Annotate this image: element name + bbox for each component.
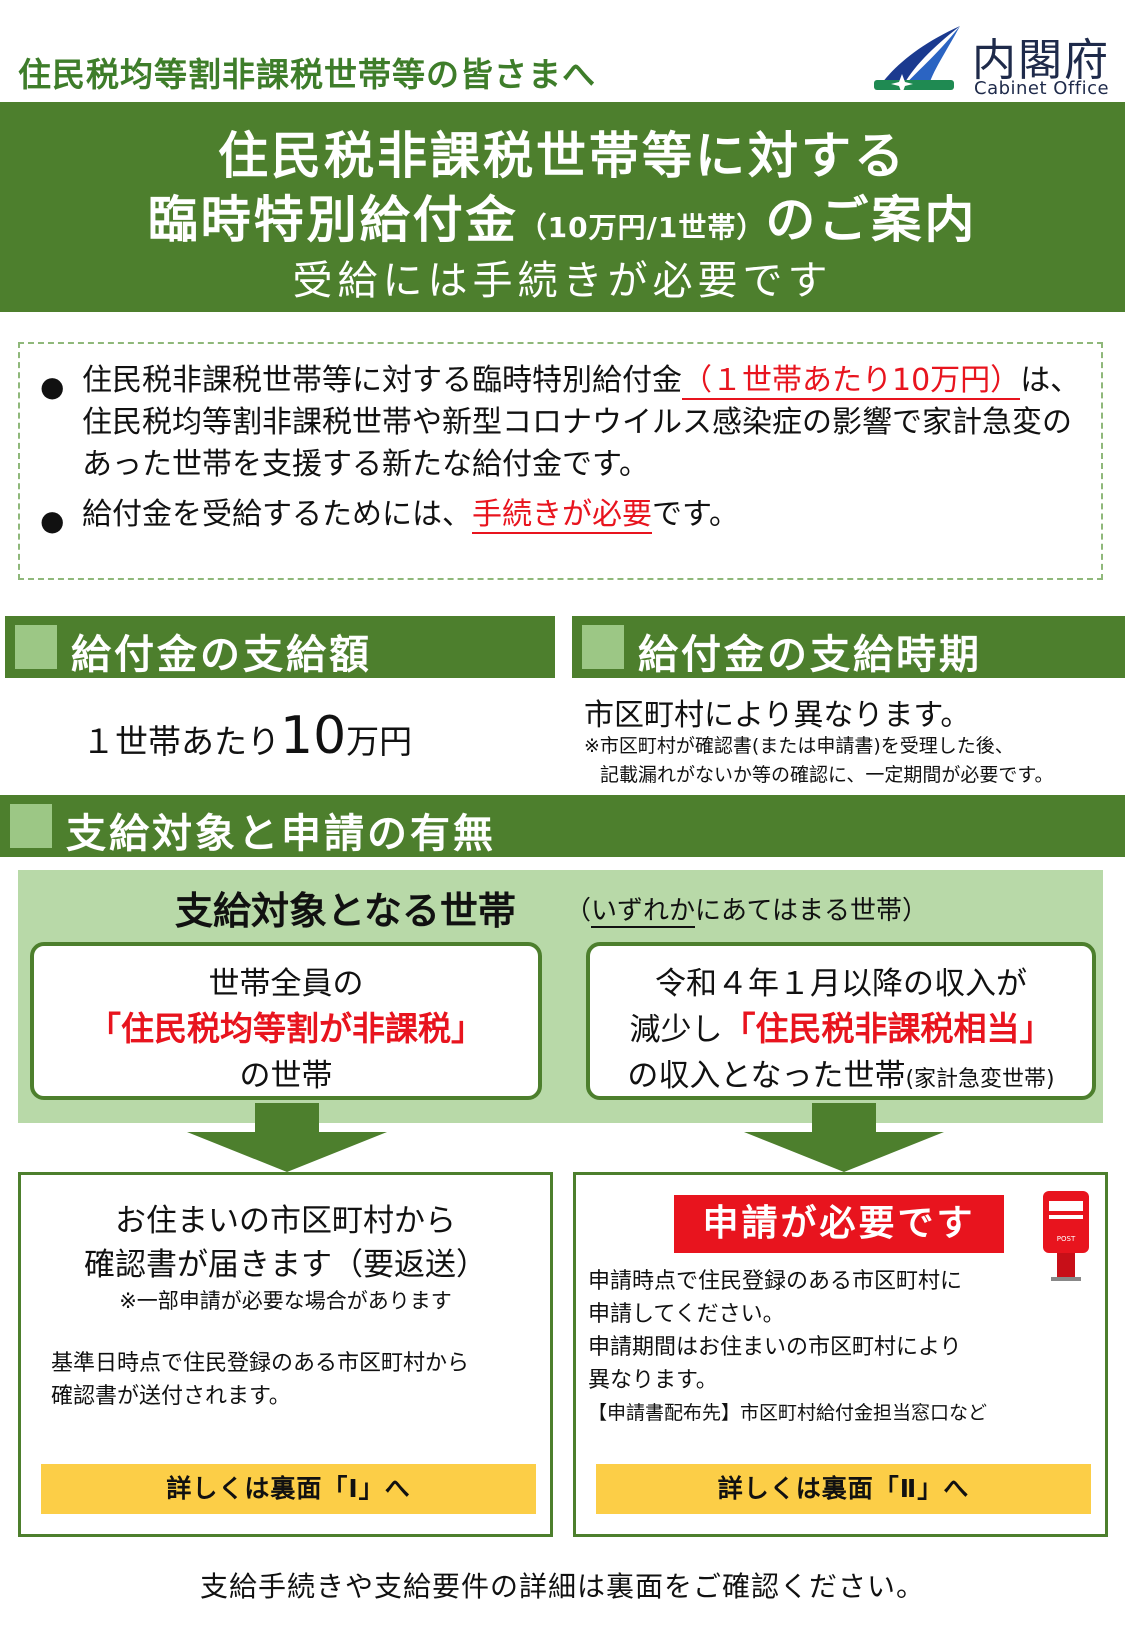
bullet-icon: ●	[40, 370, 65, 403]
section-title: 給付金の支給時期	[638, 632, 982, 678]
mailbox-icon: POST	[1043, 1191, 1089, 1281]
section-title: 支給対象と申請の有無	[66, 811, 496, 857]
result-text: 申請時点で住民登録のある市区町村に	[588, 1269, 963, 1294]
title-line-2: 臨時特別給付金（10万円/1世帯）のご案内	[0, 180, 1125, 252]
down-arrow-icon	[744, 1132, 944, 1172]
card-line: の収入となった世帯(家計急変世帯)	[590, 1050, 1092, 1095]
eligibility-subtitle: （いずれかにあてはまる世帯）	[565, 890, 928, 928]
title-banner: 住民税非課税世帯等に対する 臨時特別給付金（10万円/1世帯）のご案内 受給には…	[0, 102, 1125, 312]
result-paragraph: 基準日時点で住民登録のある市区町村から 確認書が送付されます。	[51, 1347, 531, 1413]
timing-main: 市区町村により異なります。	[584, 698, 971, 733]
title-tail: のご案内	[765, 191, 978, 249]
result-text: 申請してください。	[588, 1302, 785, 1327]
timing-note-line: ※市区町村が確認書(または申請書)を受理した後、	[584, 735, 1014, 757]
result-box-application: 申請が必要です POST 申請時点で住民登録のある市区町村に 申請してください。…	[573, 1172, 1108, 1537]
eligibility-rest: にあてはまる世帯）	[695, 896, 928, 926]
section-header-amount: 給付金の支給額	[5, 616, 555, 678]
section-title: 給付金の支給額	[71, 632, 372, 678]
timing-note-line: 記載漏れがないか等の確認に、一定期間が必要です。	[600, 764, 1054, 786]
audience-heading: 住民税均等割非課税世帯等の皆さまへ	[18, 55, 596, 94]
title-main: 臨時特別給付金	[147, 191, 519, 249]
eligibility-either: いずれか	[591, 896, 696, 928]
amount-number: 10	[280, 706, 347, 766]
logo-text-ja: 内閣府	[972, 35, 1110, 86]
title-line-1: 住民税非課税世帯等に対する	[218, 127, 907, 185]
intro-bullet-2: 給付金を受給するためには、手続きが必要です。	[82, 494, 1082, 536]
footer-note: 支給手続きや支給要件の詳細は裏面をご確認ください。	[199, 1570, 925, 1603]
arrow-stem	[255, 1103, 319, 1133]
title-amount-paren: （10万円/1世帯）	[518, 211, 766, 244]
intro-text: 住民税非課税世帯等に対する臨時特別給付金	[82, 363, 682, 398]
cabinet-office-logo-icon	[874, 26, 960, 94]
card-line: 令和４年１月以降の収入が	[655, 966, 1027, 1002]
result-text: 確認書が送付されます。	[51, 1384, 291, 1409]
intro-text: です。	[652, 497, 739, 532]
result-title: お住まいの市区町村から	[115, 1203, 456, 1239]
intro-text: 給付金を受給するためには、	[82, 497, 472, 532]
intro-bullet-1: 住民税非課税世帯等に対する臨時特別給付金（１世帯あたり10万円）は、住民税均等割…	[82, 360, 1082, 486]
bullet-icon: ●	[40, 504, 65, 537]
down-arrow-icon	[187, 1132, 387, 1172]
result-text: 基準日時点で住民登録のある市区町村から	[51, 1351, 470, 1376]
mailbox-post-label: POST	[1057, 1235, 1076, 1243]
result-title: 確認書が届きます（要返送）	[84, 1247, 487, 1283]
application-required-badge: 申請が必要です	[674, 1195, 1004, 1253]
result-text: 申請期間はお住まいの市区町村により	[588, 1335, 962, 1360]
result-text: 異なります。	[588, 1368, 718, 1393]
card-emphasis: 「住民税均等割が非課税」	[88, 1009, 484, 1048]
arrow-stem	[812, 1103, 876, 1133]
section-marker-icon	[15, 625, 57, 669]
section-header-eligibility: 支給対象と申請の有無	[0, 795, 1125, 857]
amount-unit: 万円	[346, 722, 413, 761]
result-paragraph: 申請時点で住民登録のある市区町村に 申請してください。 申請期間はお住まいの市区…	[588, 1265, 1028, 1430]
amount-prefix: １世帯あたり	[82, 722, 280, 761]
card-emphasis: 「住民税非課税相当」	[722, 1009, 1053, 1048]
timing-note: ※市区町村が確認書(または申請書)を受理した後、 記載漏れがないか等の確認に、一…	[584, 732, 1054, 790]
card-text: 減少し	[629, 1012, 723, 1048]
intro-text: は、住民税均等割非課税世帯や新型コロナウイルス感染症の影響で家計急変のあった世帯…	[82, 363, 1081, 482]
card-text: の収入となった世帯	[627, 1058, 906, 1094]
eligibility-title: 支給対象となる世帯	[175, 889, 516, 933]
paren: （	[565, 896, 592, 926]
result-box-confirmation: お住まいの市区町村から 確認書が届きます（要返送） ※一部申請が必要な場合があり…	[18, 1172, 553, 1537]
result-note: ※一部申請が必要な場合があります	[119, 1289, 452, 1313]
amount-value: １世帯あたり10万円	[82, 706, 412, 766]
see-back-II-link[interactable]: 詳しくは裏面「Ⅱ」へ	[596, 1464, 1091, 1514]
see-back-I-link[interactable]: 詳しくは裏面「Ⅰ」へ	[41, 1464, 536, 1514]
eligibility-card-exempt: 世帯全員の 「住民税均等割が非課税」 の世帯	[30, 942, 542, 1100]
intro-box: ● 住民税非課税世帯等に対する臨時特別給付金（１世帯あたり10万円）は、住民税均…	[18, 342, 1103, 580]
logo-text-en: Cabinet Office	[974, 78, 1110, 99]
card-line: 世帯全員の	[208, 966, 364, 1002]
card-line: 減少し「住民税非課税相当」	[590, 1002, 1092, 1050]
section-marker-icon	[582, 625, 624, 669]
card-note: (家計急変世帯)	[905, 1067, 1055, 1092]
intro-highlight-procedure: 手続きが必要	[472, 497, 652, 534]
intro-highlight-amount: （１世帯あたり10万円）	[682, 363, 1021, 400]
section-header-timing: 給付金の支給時期	[572, 616, 1125, 678]
eligibility-card-sudden-change: 令和４年１月以降の収入が 減少し「住民税非課税相当」 の収入となった世帯(家計急…	[586, 942, 1096, 1100]
card-line: の世帯	[239, 1058, 333, 1094]
distribution-location: 【申請書配布先】市区町村給付金担当窓口など	[588, 1402, 988, 1424]
section-marker-icon	[10, 804, 52, 848]
subtitle: 受給には手続きが必要です	[292, 258, 833, 304]
